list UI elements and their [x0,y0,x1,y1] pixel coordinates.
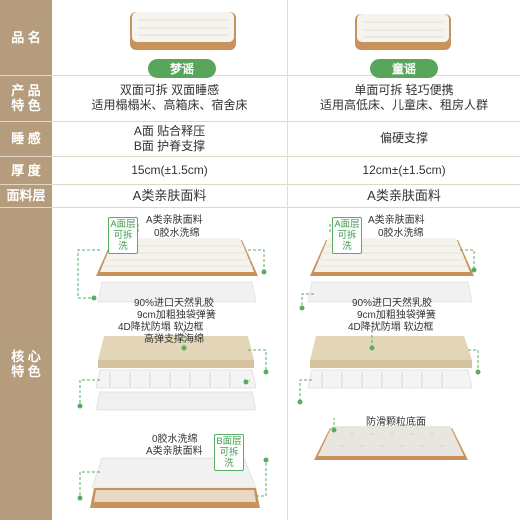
label-sleep-feel: 睡 感 [11,131,41,146]
label-product-name: 品 名 [11,30,41,45]
thickness-cell-2: 12cm±(±1.5cm) [288,156,520,184]
features-line: 单面可拆 轻巧便携 [354,83,454,97]
feel-line: A面 贴合释压 [133,123,206,138]
thickness-value: 15cm(±1.5cm) [131,162,208,177]
label-product-features: 产 品 特 色 [0,75,52,121]
feel-line: 偏硬支撑 [379,131,428,145]
top-layer-tag-1: A面层 可拆洗 [108,217,138,254]
tag-line: A面层 [110,219,136,230]
tag-line: B面层 [216,436,242,447]
label-core-line-1: 核 心 [11,348,41,364]
feel-cell-2: 偏硬支撑 [288,121,520,156]
layer-label: A类亲肤面料 [146,446,203,457]
tag-line: 可拆洗 [219,447,239,469]
exploded-layers-diagram-2 [297,224,481,460]
layer-label: 90%进口天然乳胶 [134,298,215,309]
product-name-1: 梦谣 [148,59,216,78]
row-divider [0,184,520,185]
label-column [0,0,52,520]
features-cell-1: 双面可拆 双面睡感 适用榻榻米、高箱床、宿舍床 [52,75,287,121]
label-core-features: 核 心 特 色 [0,207,52,520]
feel-cell-1: A面 贴合释压 B面 护脊支撑 [52,121,287,156]
fabric-value: A类亲肤面料 [132,188,207,203]
layer-label: A类亲肤面料 [146,215,203,226]
layer-label: 4D降扰防塌 软边框 [118,322,204,333]
thickness-value: 12cm±(±1.5cm) [362,162,446,177]
tag-line: 可拆洗 [337,230,357,252]
features-line: 适用高低床、儿童床、租房人群 [319,98,488,112]
row-divider [0,207,520,208]
row-divider [0,75,520,76]
features-line: 适用榻榻米、高箱床、宿舍床 [91,98,248,112]
tag-line: A面层 [334,219,360,230]
exploded-layers-diagram-1 [77,224,269,508]
layer-label: 9cm加粗独袋弹簧 [137,310,216,321]
layer-label: A类亲肤面料 [368,215,425,226]
fabric-value: A类亲肤面料 [367,188,441,203]
mattress-thumbnail-1 [130,12,236,50]
product-name-2: 童谣 [370,59,438,78]
fabric-cell-2: A类亲肤面料 [288,184,520,207]
label-core-line-2: 特 色 [11,363,41,379]
layer-label: 0胶水洗绵 [152,434,198,445]
layer-label: 防滑颗粒底面 [366,417,426,428]
thickness-cell-1: 15cm(±1.5cm) [52,156,287,184]
bottom-layer-tag-1: B面层 可拆洗 [214,434,244,471]
label-thickness: 厚 度 [11,162,41,178]
layer-label: 0胶水洗绵 [154,228,200,239]
feel-line: B面 护脊支撑 [133,138,206,153]
layer-label: 9cm加粗独袋弹簧 [357,310,436,321]
features-cell-2: 单面可拆 轻巧便携 适用高低床、儿童床、租房人群 [288,75,520,121]
label-features-line-1: 产 品 [11,83,41,98]
top-layer-tag-2: A面层 可拆洗 [332,217,362,254]
layer-label: 4D降扰防塌 软边框 [348,322,434,333]
row-divider [0,121,520,122]
label-features-line-2: 特 色 [11,98,41,113]
tag-line: 可拆洗 [113,230,133,252]
layer-label: 高弹支撑海绵 [144,334,204,345]
mattress-thumbnail-2 [355,14,451,50]
label-fabric-layer: 面料层 [6,188,46,203]
column-divider [287,0,288,520]
fabric-cell-1: A类亲肤面料 [52,184,287,207]
layer-label: 0胶水洗绵 [378,228,424,239]
row-divider [0,156,520,157]
layer-label: 90%进口天然乳胶 [352,298,433,309]
features-line: 双面可拆 双面睡感 [119,83,220,97]
